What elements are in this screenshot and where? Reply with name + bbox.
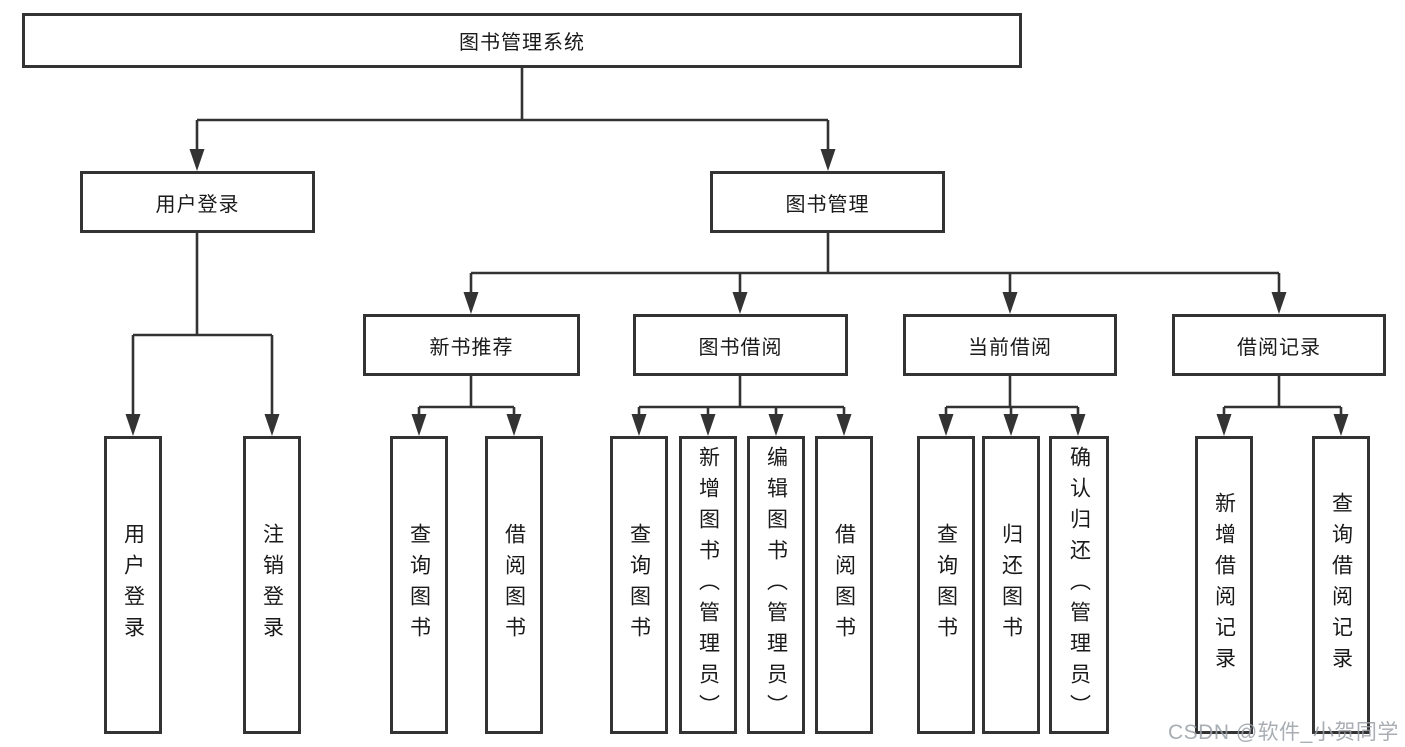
leaf-borrow-books-1-label: 借阅图书 — [502, 523, 526, 647]
node-book-borrow-label: 图书借阅 — [698, 336, 783, 359]
node-root-label: 图书管理系统 — [459, 32, 585, 54]
node-current-borrow: 当前借阅 — [903, 314, 1117, 376]
leaf-logout: 注销登录 — [243, 436, 301, 734]
node-current-borrow-label: 当前借阅 — [968, 336, 1052, 359]
leaf-logout-label: 注销登录 — [260, 523, 284, 647]
leaf-return-books-label: 归还图书 — [999, 523, 1023, 647]
leaf-add-borrow-record-label: 新增借阅记录 — [1212, 492, 1236, 678]
leaf-borrow-books-1: 借阅图书 — [485, 436, 543, 734]
leaf-add-borrow-record: 新增借阅记录 — [1195, 436, 1253, 734]
node-borrow-records-label: 借阅记录 — [1237, 336, 1321, 359]
leaf-add-books-admin-label: 新增图书（管理员） — [696, 445, 720, 725]
leaf-edit-books-admin-label: 编辑图书（管理员） — [764, 445, 788, 725]
leaf-query-books-3: 查询图书 — [917, 436, 975, 734]
leaf-borrow-books-2: 借阅图书 — [815, 436, 873, 734]
node-user-login-module: 用户登录 — [80, 171, 315, 233]
leaf-borrow-books-2-label: 借阅图书 — [832, 523, 856, 647]
leaf-query-borrow-record-label: 查询借阅记录 — [1329, 492, 1353, 678]
leaf-query-books-1: 查询图书 — [390, 436, 448, 734]
leaf-query-books-3-label: 查询图书 — [934, 523, 958, 647]
leaf-user-login-label: 用户登录 — [121, 523, 145, 647]
node-book-management-module-label: 图书管理 — [785, 193, 870, 216]
node-borrow-records: 借阅记录 — [1172, 314, 1386, 376]
leaf-return-books: 归还图书 — [982, 436, 1040, 734]
leaf-confirm-return-admin-label: 确认归还（管理员） — [1067, 445, 1091, 725]
node-user-login-module-label: 用户登录 — [155, 193, 240, 216]
leaf-confirm-return-admin: 确认归还（管理员） — [1049, 436, 1109, 734]
node-book-management-module: 图书管理 — [710, 171, 945, 233]
leaf-query-books-2-label: 查询图书 — [627, 523, 651, 647]
leaf-query-books-1-label: 查询图书 — [407, 523, 431, 647]
leaf-query-borrow-record: 查询借阅记录 — [1312, 436, 1370, 734]
node-book-borrow: 图书借阅 — [633, 314, 848, 376]
csdn-watermark: CSDN @软件_小贺同学 — [1168, 721, 1399, 744]
leaf-edit-books-admin: 编辑图书（管理员） — [747, 436, 805, 734]
leaf-query-books-2: 查询图书 — [610, 436, 668, 734]
leaf-add-books-admin: 新增图书（管理员） — [679, 436, 737, 734]
node-root: 图书管理系统 — [22, 13, 1022, 68]
leaf-user-login: 用户登录 — [104, 436, 162, 734]
node-new-book-recommend-label: 新书推荐 — [429, 336, 514, 359]
node-new-book-recommend: 新书推荐 — [363, 314, 580, 376]
